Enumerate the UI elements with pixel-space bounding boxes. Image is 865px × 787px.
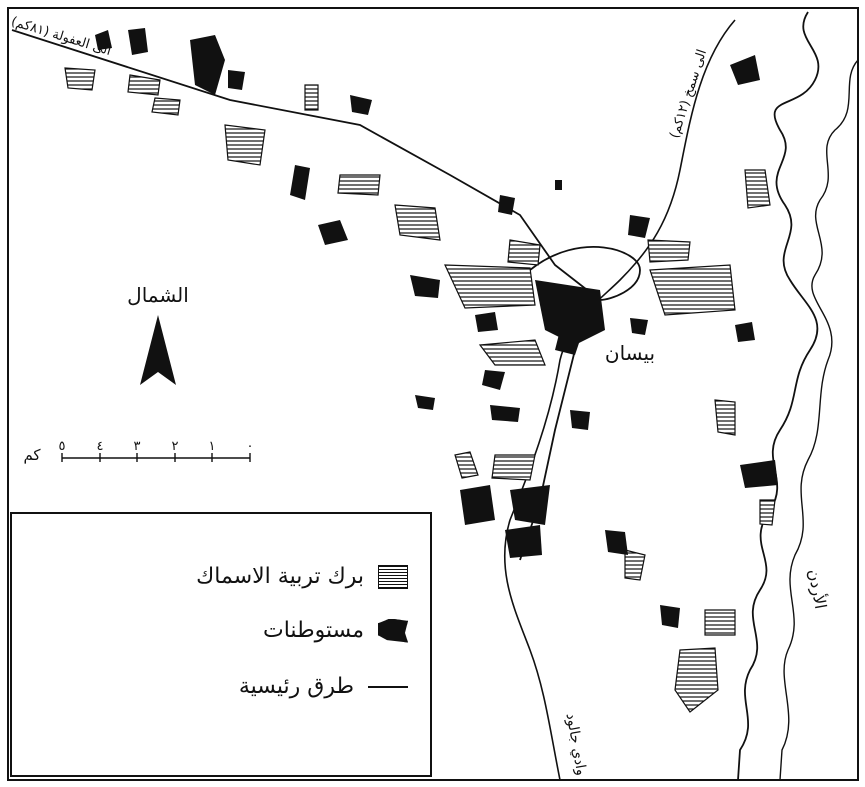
jordan-river-bank bbox=[779, 59, 859, 781]
legend: برك تربية الاسماك مستوطنات طرق رئيسية bbox=[10, 512, 432, 777]
settlements-swatch-icon bbox=[378, 618, 408, 643]
scale-unit: كم bbox=[23, 446, 41, 464]
jordan-river bbox=[737, 11, 820, 781]
scale-tick-5: ٥ bbox=[59, 439, 66, 454]
city-label: بيسان bbox=[605, 341, 655, 365]
road-swatch-icon bbox=[368, 685, 408, 688]
scale-tick-0: ٠ bbox=[247, 439, 254, 454]
map-frame bbox=[7, 7, 859, 781]
fish-ponds bbox=[64, 67, 776, 713]
legend-row-main-roads: طرق رئيسية bbox=[239, 674, 408, 699]
scale-tick-2: ٢ bbox=[172, 439, 179, 454]
north-label: الشمال bbox=[127, 283, 189, 307]
legend-row-settlements: مستوطنات bbox=[263, 618, 408, 643]
river-label-jordan: الأردن bbox=[804, 567, 832, 610]
legend-label-fish-ponds: برك تربية الاسماك bbox=[196, 564, 364, 589]
legend-label-settlements: مستوطنات bbox=[263, 618, 364, 643]
fish-ponds-swatch-icon bbox=[378, 564, 408, 589]
scale-tick-4: ٤ bbox=[97, 439, 104, 454]
legend-row-fish-ponds: برك تربية الاسماك bbox=[196, 564, 408, 589]
legend-label-main-roads: طرق رئيسية bbox=[238, 674, 354, 699]
scale-tick-3: ٣ bbox=[134, 439, 141, 454]
jalud-wadi bbox=[503, 19, 736, 781]
scale-tick-1: ١ bbox=[209, 439, 216, 454]
north-arrow bbox=[140, 315, 176, 385]
settlements bbox=[95, 28, 778, 628]
city-beisan bbox=[535, 280, 605, 355]
scale-bar bbox=[61, 453, 251, 462]
wadi-label-jalud: وادي جالود bbox=[563, 712, 590, 777]
